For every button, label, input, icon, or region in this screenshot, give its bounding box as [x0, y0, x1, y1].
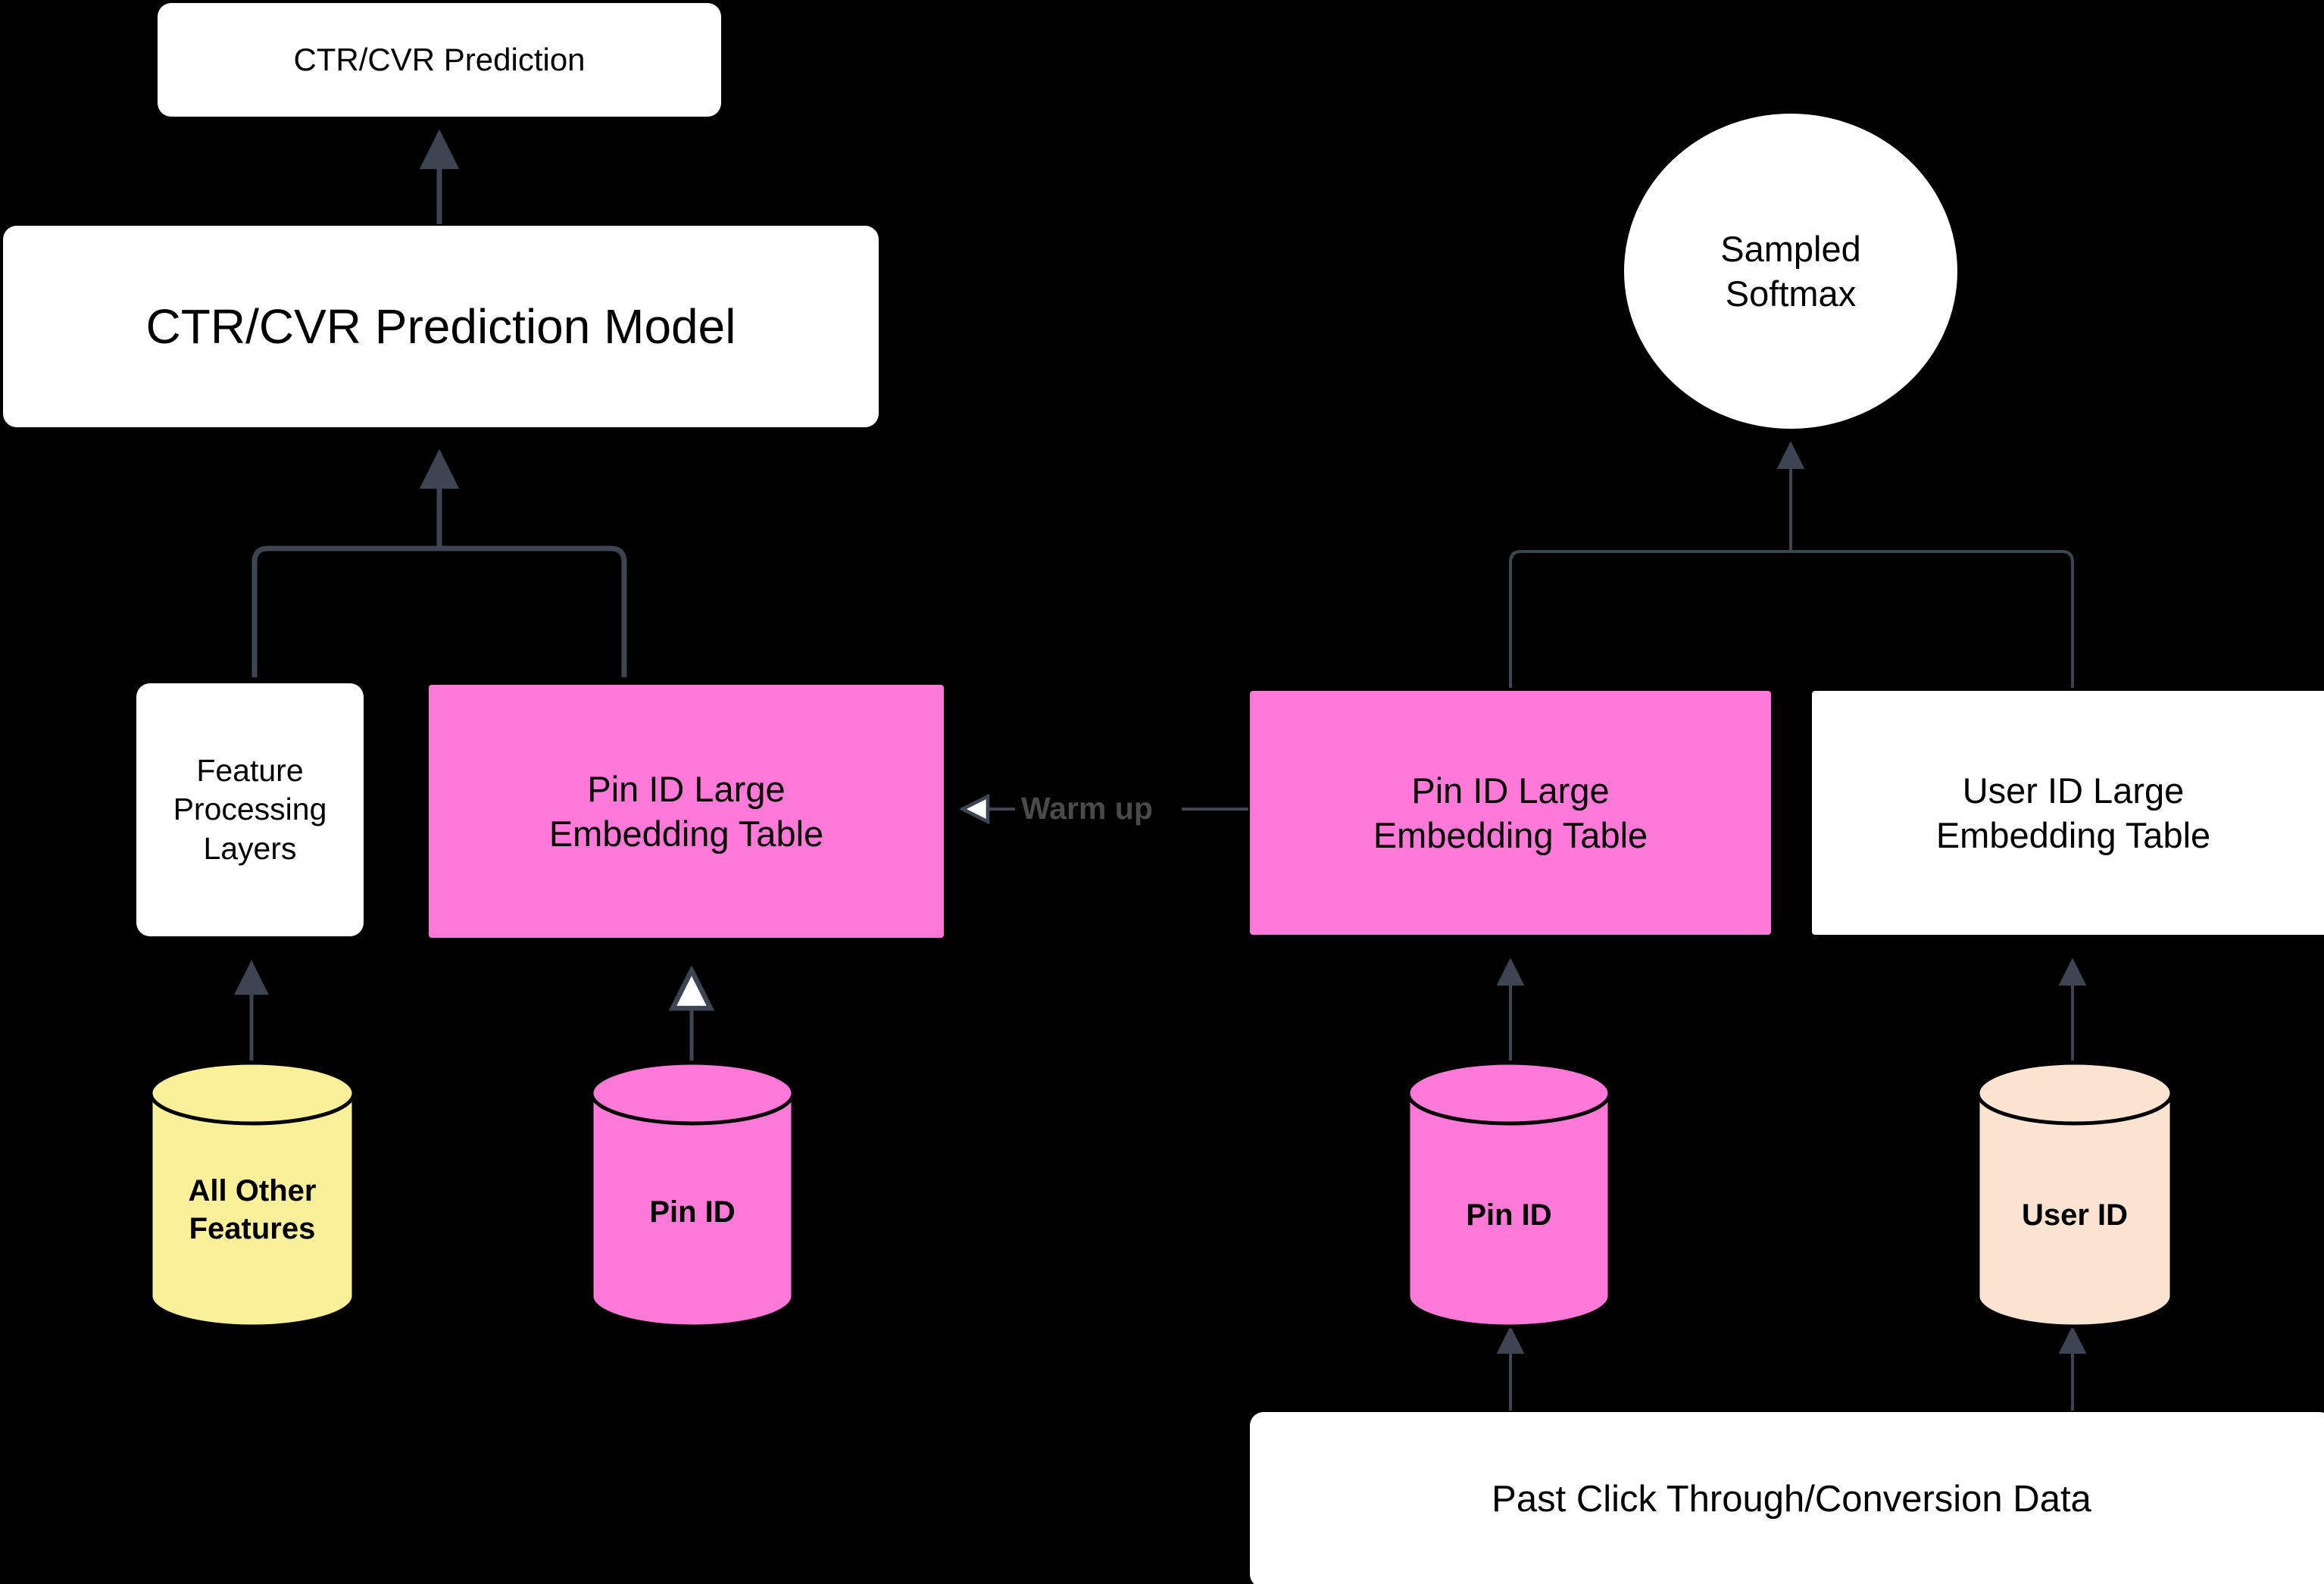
datastore-label-stack: All Other Features [148, 1173, 356, 1248]
node-label: Past Click Through/Conversion Data [1492, 1479, 2091, 1520]
node-ctr-cvr-prediction[interactable]: CTR/CVR Prediction [158, 3, 721, 117]
edge-label-warm-up: Warm up [1021, 791, 1153, 826]
edge-branch-to-softmax [1509, 441, 2074, 688]
node-sampled-softmax[interactable]: Sampled Softmax [1624, 114, 1957, 429]
datastore-pin-id-pretrain[interactable]: Pin ID [1406, 1061, 1612, 1329]
node-past-click-through-conversion-data[interactable]: Past Click Through/Conversion Data [1250, 1412, 2324, 1584]
node-label-line-2: Embedding Table [548, 814, 824, 854]
datastore-label-line-1: All Other [188, 1174, 317, 1208]
node-label-line-3: Layers [203, 830, 297, 866]
cylinder-icon [1406, 1061, 1612, 1329]
node-label: CTR/CVR Prediction [293, 41, 586, 77]
datastore-label: User ID [2021, 1198, 2129, 1232]
node-user-id-large-embedding-table[interactable]: User ID Large Embedding Table [1812, 691, 2324, 935]
node-ctr-cvr-prediction-model[interactable]: CTR/CVR Prediction Model [3, 226, 879, 427]
node-label-line-2: Processing [173, 792, 327, 827]
node-label-stack: Sampled Softmax [1720, 227, 1861, 316]
node-label-line-1: Pin ID Large [1411, 770, 1610, 811]
datastore-pin-id-serving[interactable]: Pin ID [589, 1061, 795, 1329]
cylinder-icon [1976, 1061, 2174, 1329]
node-pin-id-large-embedding-table-serving[interactable]: Pin ID Large Embedding Table [429, 685, 944, 938]
datastore-label: Pin ID [649, 1195, 736, 1229]
node-label-line-1: Pin ID Large [587, 768, 786, 809]
node-label-stack: Pin ID Large Embedding Table [1373, 768, 1648, 858]
node-label-line-2: Softmax [1725, 273, 1857, 314]
node-label-line-1: User ID Large [1962, 770, 2185, 811]
datastore-label-line-2: Features [189, 1211, 316, 1245]
node-label-stack: User ID Large Embedding Table [1936, 768, 2210, 858]
node-label: CTR/CVR Prediction Model [145, 298, 736, 354]
node-label-line-2: Embedding Table [1935, 815, 2211, 855]
edge-branch-to-model [251, 448, 627, 677]
node-label-line-2: Embedding Table [1373, 815, 1648, 855]
node-label-line-1: Feature [196, 752, 304, 788]
node-label-line-1: Sampled [1720, 228, 1861, 269]
cylinder-icon [589, 1061, 795, 1329]
datastore-label: Pin ID [1466, 1198, 1552, 1232]
cylinder-icon [148, 1061, 356, 1329]
node-pin-id-large-embedding-table-pretrain[interactable]: Pin ID Large Embedding Table [1250, 691, 1771, 935]
node-label-stack: Pin ID Large Embedding Table [549, 767, 823, 856]
datastore-user-id[interactable]: User ID [1976, 1061, 2174, 1329]
node-feature-processing-layers[interactable]: Feature Processing Layers [136, 683, 364, 936]
node-label-stack: Feature Processing Layers [173, 751, 327, 869]
datastore-all-other-features[interactable]: All Other Features [148, 1061, 356, 1329]
